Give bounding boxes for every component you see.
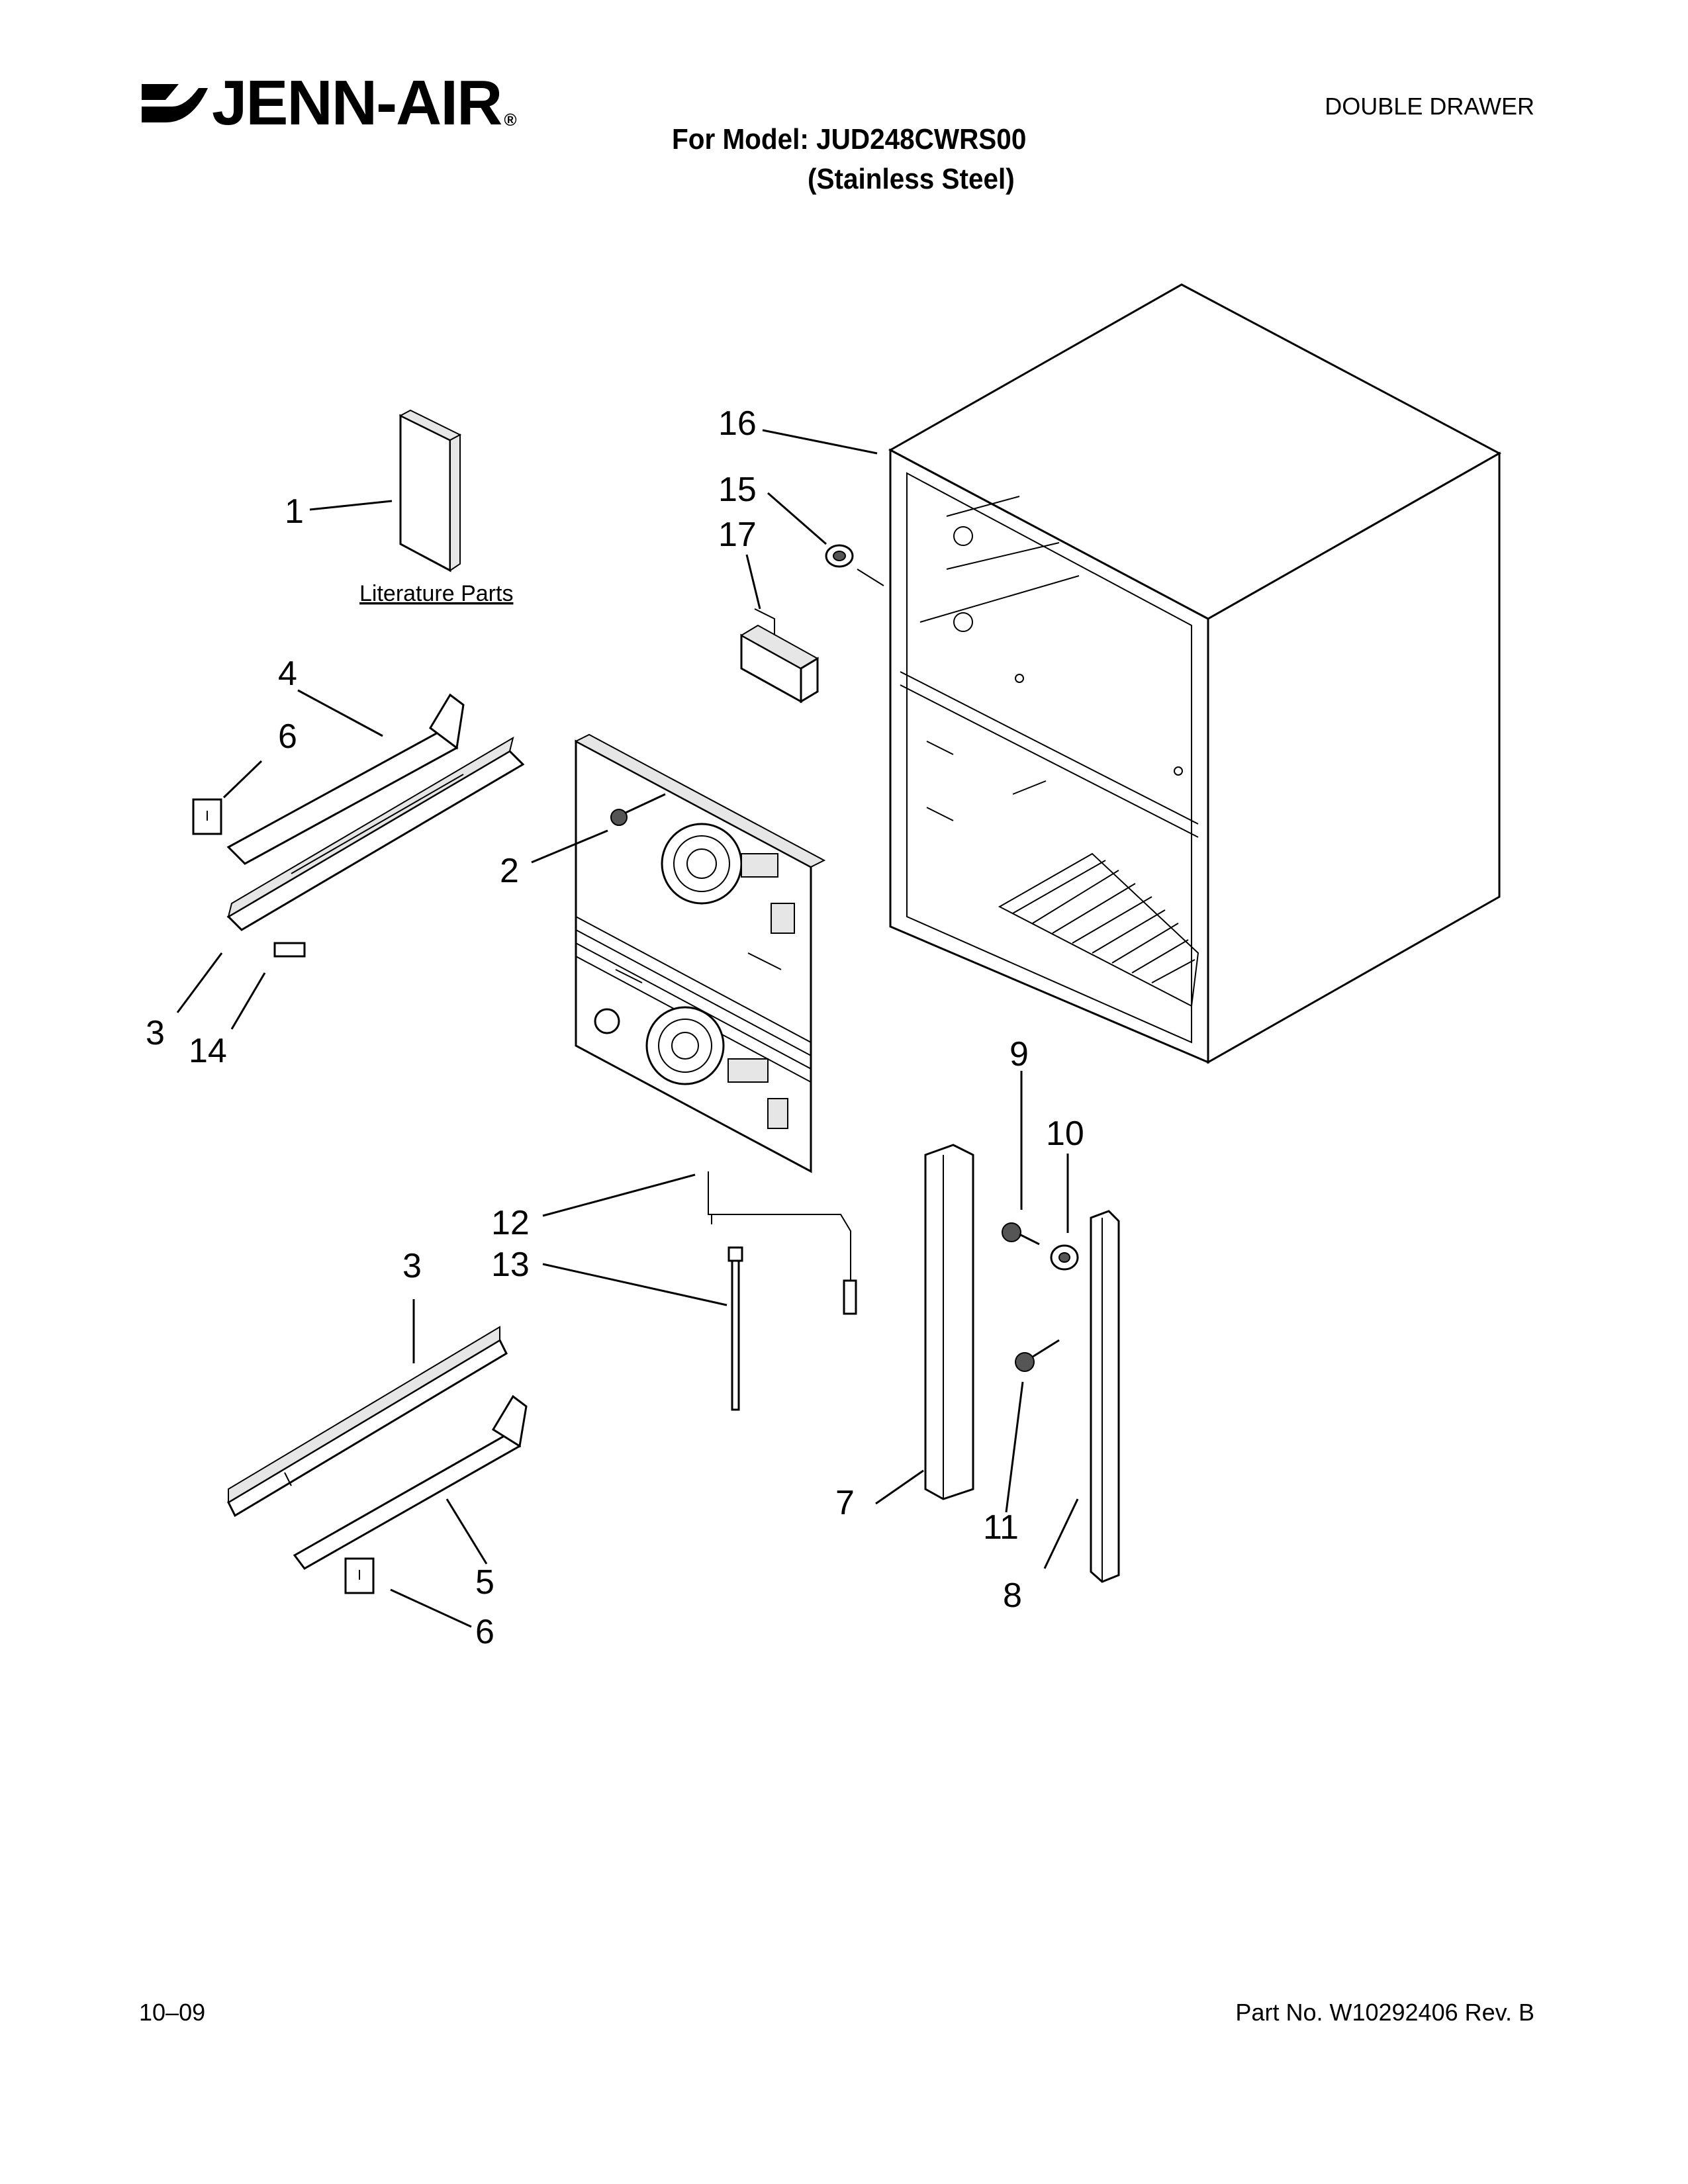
callout-13: 13 bbox=[491, 1246, 530, 1284]
registered-mark: ® bbox=[504, 109, 517, 130]
leader-lines bbox=[176, 429, 1079, 1628]
cabinet-part-16 bbox=[888, 283, 1502, 1064]
drawer-slide-top-part-3 bbox=[226, 736, 525, 931]
callout-16: 16 bbox=[718, 404, 757, 443]
wire-harness-part-12 bbox=[708, 1171, 851, 1314]
callout-1: 1 bbox=[285, 492, 304, 531]
literature-parts-label: Literature Parts bbox=[359, 581, 513, 606]
brand-name: JENN-AIR bbox=[212, 68, 502, 138]
slide-clip-part-14 bbox=[273, 942, 306, 958]
drawer-bracket-part-4 bbox=[226, 693, 465, 865]
jenn-air-swoosh-icon bbox=[142, 84, 208, 122]
drawer-bracket-part-5 bbox=[293, 1394, 528, 1570]
callout-11: 11 bbox=[983, 1508, 1019, 1547]
control-module-part-17 bbox=[740, 608, 819, 704]
brand-logo: JENN-AIR ® bbox=[139, 71, 517, 135]
callout-7: 7 bbox=[835, 1484, 855, 1522]
callout-3-top: 3 bbox=[146, 1014, 165, 1052]
finish-line: (Stainless Steel) bbox=[808, 163, 1015, 195]
screw-part-9 bbox=[1002, 1222, 1040, 1246]
grommet-part-15 bbox=[825, 544, 884, 586]
screw-part-11 bbox=[1015, 1339, 1060, 1372]
callout-4: 4 bbox=[278, 655, 297, 693]
rail-part-8 bbox=[1090, 1210, 1120, 1583]
model-line: For Model: JUD248CWRS00 bbox=[672, 123, 1027, 156]
callout-12: 12 bbox=[491, 1204, 530, 1242]
end-cap-part-6-top bbox=[192, 798, 222, 835]
literature-part-1 bbox=[399, 409, 462, 572]
date-code: 10–09 bbox=[139, 1999, 206, 2026]
back-panel-part-2 bbox=[574, 733, 826, 1173]
callout-10: 10 bbox=[1046, 1115, 1084, 1153]
callout-9: 9 bbox=[1009, 1035, 1029, 1073]
callout-5: 5 bbox=[475, 1563, 494, 1602]
part-number: Part No. W10292406 Rev. B bbox=[1235, 1999, 1534, 2026]
callout-14: 14 bbox=[189, 1032, 227, 1070]
callout-8: 8 bbox=[1003, 1576, 1022, 1615]
screw-icon bbox=[610, 793, 666, 826]
callout-labels: 1 16 15 17 4 6 2 3 14 9 10 12 13 3 7 11 … bbox=[146, 404, 1084, 1651]
callout-6-bottom: 6 bbox=[475, 1613, 494, 1651]
callout-6-top: 6 bbox=[278, 717, 297, 756]
washer-part-10 bbox=[1050, 1244, 1079, 1271]
cabinet-floor-grille bbox=[998, 852, 1199, 1007]
callout-3-bottom: 3 bbox=[402, 1247, 422, 1285]
end-cap-part-6-bottom bbox=[344, 1557, 375, 1594]
callout-15: 15 bbox=[718, 471, 757, 509]
tie-strap-part-13 bbox=[727, 1246, 743, 1411]
drawer-slide-bottom-part-3 bbox=[227, 1326, 508, 1518]
rail-part-7 bbox=[924, 1144, 974, 1500]
section-title: DOUBLE DRAWER bbox=[1325, 93, 1534, 120]
callout-17: 17 bbox=[718, 516, 757, 554]
callout-2: 2 bbox=[500, 852, 519, 890]
